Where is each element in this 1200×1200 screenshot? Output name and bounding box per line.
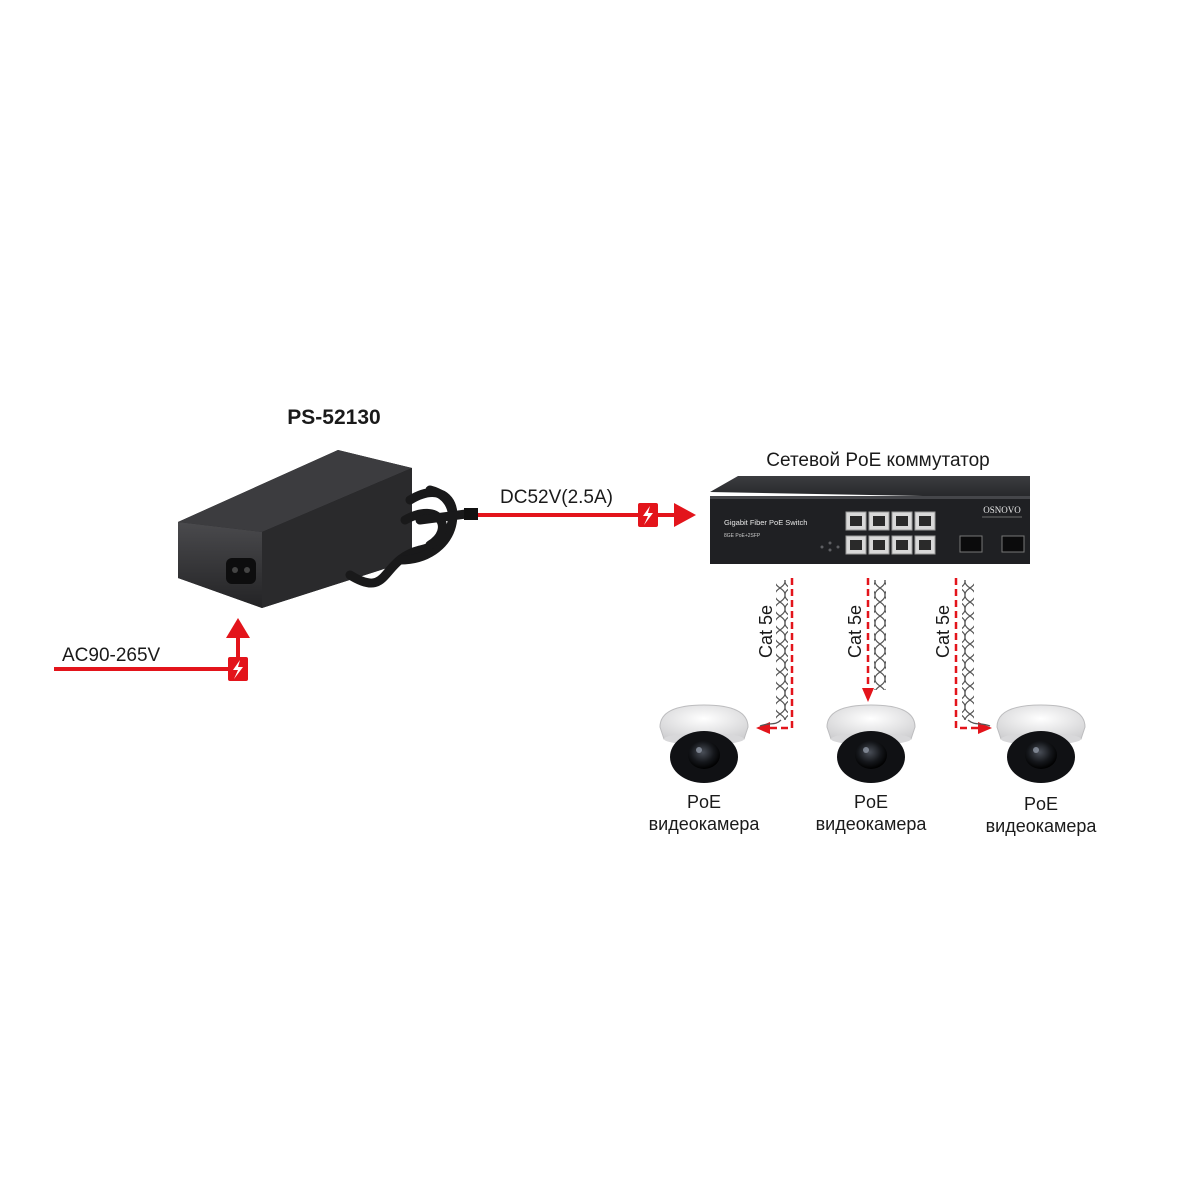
dome-camera-part (659, 704, 749, 740)
dome-camera-part (688, 741, 720, 769)
cable-group (756, 578, 992, 734)
camera-caption-line1: PoE (687, 792, 721, 812)
twisted-pair-cable (962, 580, 974, 720)
rj45-port-socket (850, 540, 862, 550)
dome-camera-icon (826, 704, 916, 783)
lightning-icon (228, 657, 248, 681)
rj45-port-socket (896, 516, 908, 526)
power-supply-unit (178, 450, 478, 608)
arrow-right-icon (978, 722, 992, 734)
rj45-port-socket (896, 540, 908, 550)
dome-camera-part (996, 704, 1086, 740)
ac-input-connection (54, 618, 250, 681)
ac-socket-icon (226, 558, 256, 584)
dome-camera-part (1025, 741, 1057, 769)
coiled-cable (345, 485, 471, 588)
rj45-port-socket (850, 516, 862, 526)
arrow-up-icon (226, 618, 250, 638)
dome-camera-part (696, 747, 702, 753)
switch-face-title: Gigabit Fiber PoE Switch (724, 518, 807, 527)
dome-camera-icon (996, 704, 1086, 783)
rj45-port-socket (873, 540, 885, 550)
dc-output-label: DC52V(2.5A) (500, 487, 613, 508)
arrow-left-icon (756, 722, 770, 734)
dome-camera-part (826, 704, 916, 740)
cable-label: Cat 5e (933, 605, 953, 658)
arrow-down-icon (862, 688, 874, 702)
ac-input-label: AC90-265V (62, 645, 161, 666)
dome-camera-icon (659, 704, 749, 783)
arrow-right-icon (674, 503, 696, 527)
dome-camera-part (1033, 747, 1039, 753)
dome-camera-part (855, 741, 887, 769)
rj45-port-socket (873, 516, 885, 526)
cable-label: Cat 5e (756, 605, 776, 658)
twisted-pair-cable (874, 580, 886, 690)
camera-caption-line2: видеокамера (986, 816, 1098, 836)
camera-caption-line1: PoE (1024, 794, 1058, 814)
switch-title: Сетевой PoE коммутатор (766, 450, 989, 471)
switch-face-subtitle: 8GE PoE+2SFP (724, 533, 761, 539)
twisted-pair-cable (776, 580, 788, 720)
lightning-icon (638, 503, 658, 527)
cable-label: Cat 5e (845, 605, 865, 658)
rj45-port-socket (919, 516, 931, 526)
camera-caption-line2: видеокамера (816, 814, 928, 834)
dc-output-connection (478, 503, 696, 527)
rj45-port-socket (919, 540, 931, 550)
sfp-ports (959, 535, 1025, 553)
dome-camera-part (863, 747, 869, 753)
camera-caption-line1: PoE (854, 792, 888, 812)
camera-group (659, 704, 1086, 783)
switch-brand-logo: OSNOVO (983, 505, 1021, 515)
camera-caption-line2: видеокамера (649, 814, 761, 834)
switch-port-grid (845, 511, 936, 555)
psu-model-label: PS-52130 (287, 406, 380, 429)
